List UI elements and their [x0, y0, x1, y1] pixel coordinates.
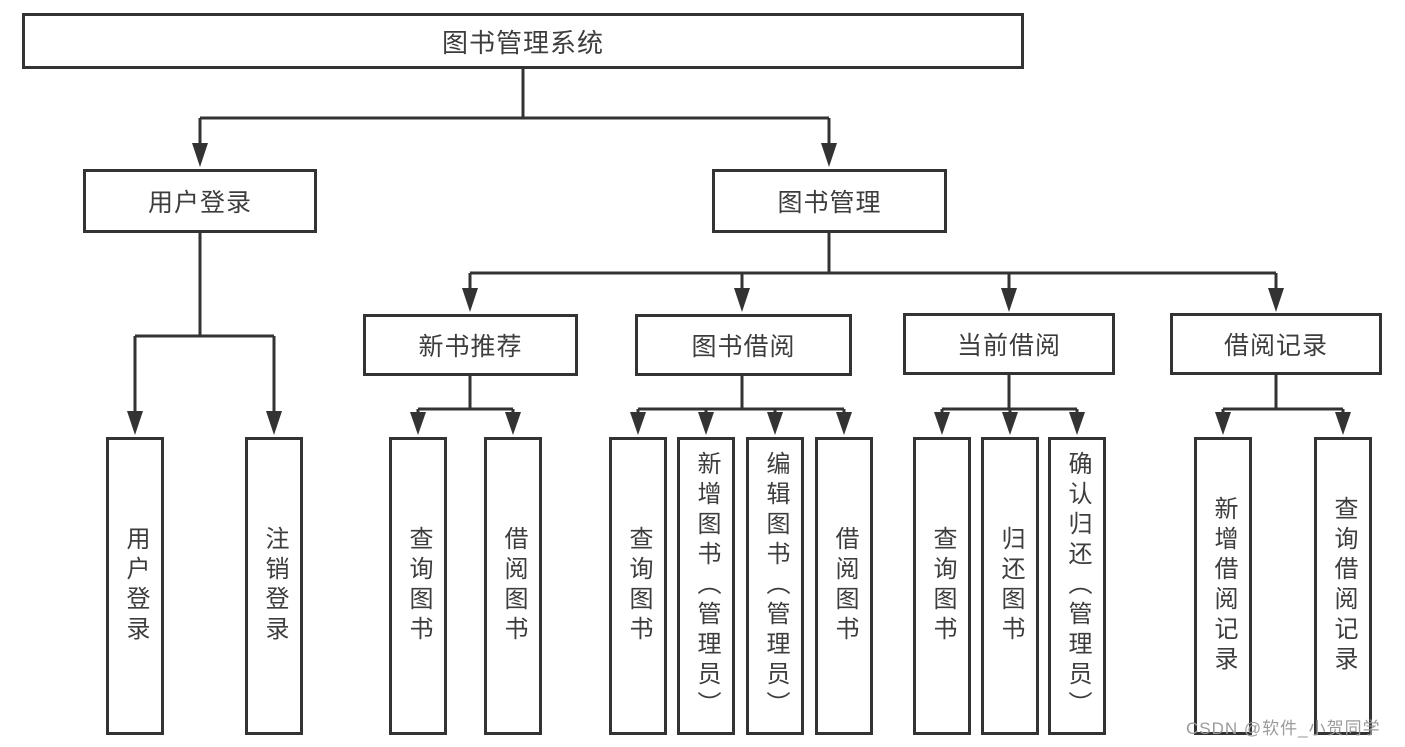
leaf-logout-login: 注销登录: [245, 437, 303, 735]
connector-user-login-branch: [133, 233, 276, 415]
leaf-user-login: 用户登录: [106, 437, 164, 735]
leaf-edit-book-admin: 编辑图书（管理员）: [746, 437, 804, 735]
leaf-query-borrow-record-label: 查询借阅记录: [1330, 496, 1357, 676]
node-new-book-recommend-label: 新书推荐: [418, 333, 523, 361]
arrowhead-icon: [192, 143, 208, 167]
arrowhead-icon: [1001, 288, 1017, 312]
connector-current-borrow-branch: [940, 375, 1079, 415]
leaf-borrow-book-recommend: 借阅图书: [484, 437, 542, 735]
node-borrow-records-label: 借阅记录: [1223, 332, 1328, 360]
connector-book-borrow-branch: [636, 376, 846, 415]
node-book-borrow-label: 图书借阅: [691, 333, 796, 361]
node-book-management-label: 图书管理: [777, 189, 882, 217]
watermark: CSDN @软件_小贺同学: [1186, 719, 1381, 738]
arrowhead-icon: [127, 411, 143, 435]
leaf-query-book-current-label: 查询图书: [929, 526, 956, 646]
node-current-borrow-label: 当前借阅: [956, 332, 1061, 360]
arrowhead-icon: [505, 412, 521, 435]
leaf-query-book-recommend: 查询图书: [389, 437, 447, 735]
leaf-add-book-admin: 新增图书（管理员）: [677, 437, 735, 735]
leaf-query-book-borrow-label: 查询图书: [625, 526, 652, 646]
arrowhead-icon: [1069, 412, 1085, 435]
leaf-add-book-admin-label: 新增图书（管理员）: [693, 451, 720, 721]
connector-book-management-branch: [468, 233, 1278, 292]
leaf-confirm-return-admin: 确认归还（管理员）: [1048, 437, 1106, 735]
node-user-login: 用户登录: [83, 169, 317, 233]
leaf-query-book-borrow: 查询图书: [609, 437, 667, 735]
connector-borrow-records-branch: [1221, 375, 1345, 415]
arrowhead-icon: [1215, 412, 1231, 435]
leaf-confirm-return-admin-label: 确认归还（管理员）: [1064, 451, 1091, 721]
connector-new-book-recommend-branch: [416, 376, 515, 415]
leaf-edit-book-admin-label: 编辑图书（管理员）: [762, 451, 789, 721]
arrowhead-icon: [934, 412, 950, 435]
leaf-borrow-book-recommend-label: 借阅图书: [500, 526, 527, 646]
leaf-add-borrow-record-label: 新增借阅记录: [1210, 496, 1237, 676]
node-user-login-label: 用户登录: [147, 189, 252, 217]
arrowhead-icon: [767, 412, 783, 435]
node-borrow-records: 借阅记录: [1170, 313, 1382, 375]
arrowhead-icon: [821, 143, 837, 167]
arrowhead-icon: [266, 411, 282, 435]
arrowhead-icon: [836, 412, 852, 435]
arrowhead-icon: [630, 412, 646, 435]
arrowhead-icon: [698, 412, 714, 435]
node-current-borrow: 当前借阅: [903, 313, 1115, 375]
arrowhead-icon: [734, 288, 750, 312]
node-root-label: 图书管理系统: [441, 27, 604, 58]
arrowhead-icons: [127, 143, 1351, 435]
leaf-return-book: 归还图书: [981, 437, 1039, 735]
arrowhead-icon: [1002, 412, 1018, 435]
node-root: 图书管理系统: [22, 13, 1024, 69]
leaf-query-book-current: 查询图书: [913, 437, 971, 735]
leaf-query-borrow-record: 查询借阅记录: [1314, 437, 1372, 735]
leaf-borrow-book: 借阅图书: [815, 437, 873, 735]
arrowhead-icon: [410, 412, 426, 435]
connector-root-branch: [198, 69, 831, 147]
leaf-query-book-recommend-label: 查询图书: [405, 526, 432, 646]
leaf-user-login-label: 用户登录: [122, 526, 149, 646]
node-book-management: 图书管理: [712, 169, 947, 233]
arrowhead-icon: [1335, 412, 1351, 435]
node-new-book-recommend: 新书推荐: [363, 314, 578, 376]
leaf-add-borrow-record: 新增借阅记录: [1194, 437, 1252, 735]
leaf-return-book-label: 归还图书: [997, 526, 1024, 646]
leaf-logout-login-label: 注销登录: [261, 526, 288, 646]
node-book-borrow: 图书借阅: [635, 314, 852, 376]
leaf-borrow-book-label: 借阅图书: [831, 526, 858, 646]
arrowhead-icon: [1268, 288, 1284, 312]
arrowhead-icon: [462, 288, 478, 312]
